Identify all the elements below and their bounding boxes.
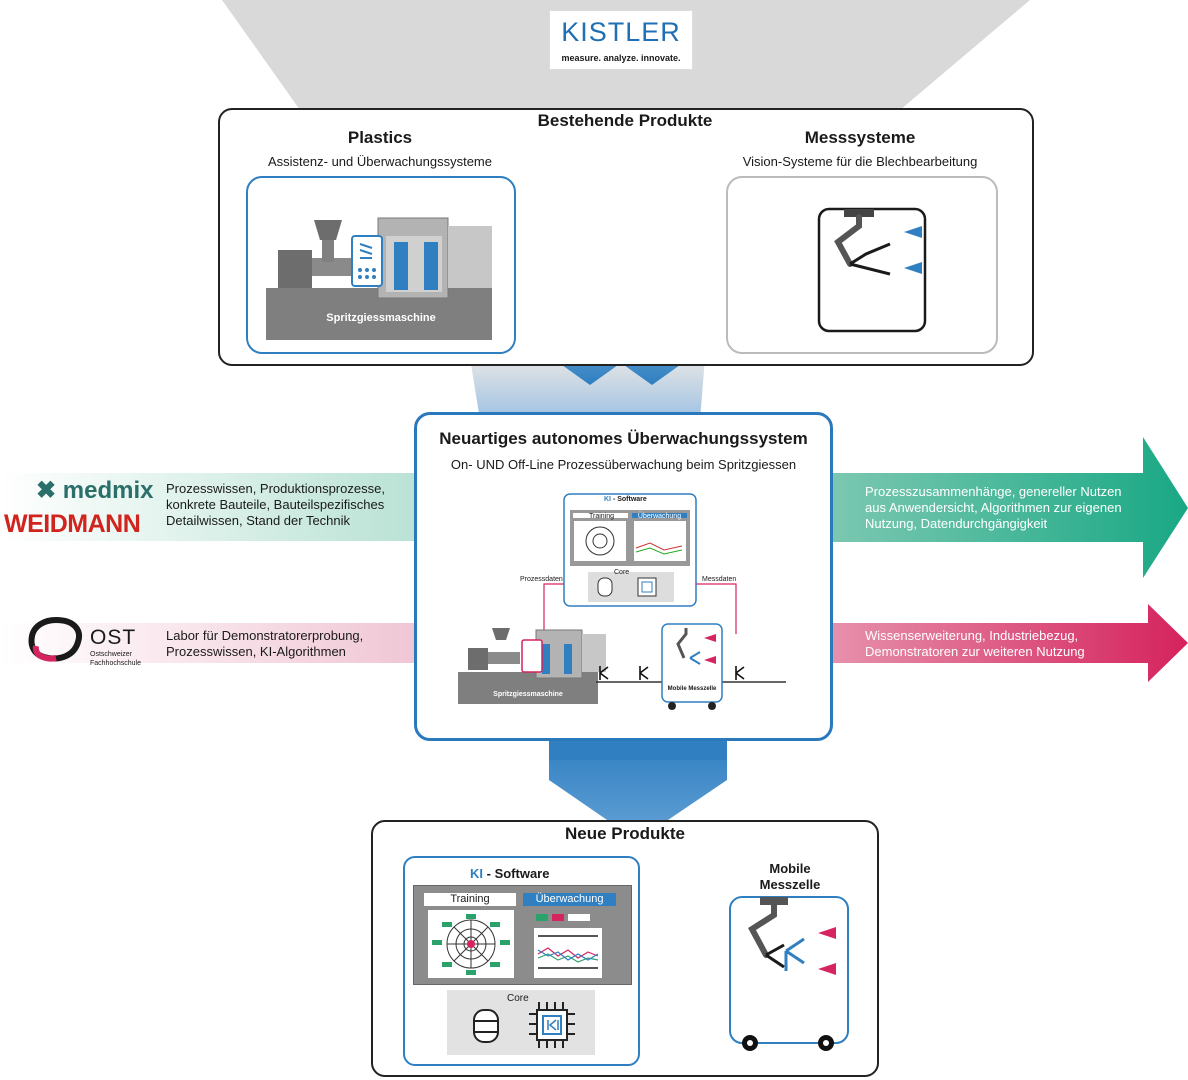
input-text-top: Prozesswissen, Produktionsprozesse, konk… (166, 481, 385, 528)
center-diagram (458, 493, 786, 710)
mobile-title-1: Mobile (769, 861, 811, 876)
new-software-title: KI - Software (470, 866, 549, 881)
training-graph (428, 910, 514, 978)
center-subtitle: On- UND Off-Line Prozessüberwachung beim… (450, 457, 797, 472)
center-software-title: KI - Software (604, 496, 647, 503)
core-label: Core (507, 993, 529, 1004)
ost-line2: Fachhochschule (90, 660, 141, 667)
ost-name: OST (90, 626, 137, 649)
messsysteme-title: Messsysteme (804, 128, 916, 147)
machine-label: Spritzgiessmaschine (326, 312, 436, 324)
monitoring-chart (534, 914, 602, 978)
mobile-title-2: Messzelle (759, 877, 821, 892)
ki-chip-icon (529, 1002, 575, 1048)
ost-line1: Ostschweizer (90, 651, 133, 658)
medmix-name: medmix (62, 477, 154, 504)
input-band-top (0, 473, 418, 541)
medmix-icon: ✖ (36, 477, 57, 504)
kistler-logo: KISTLER measure. analyze. innovate. (549, 10, 693, 70)
plastics-panel: Spritzgiessmaschine (246, 176, 516, 354)
output-arrow-teal (830, 437, 1188, 578)
center-mobile-label: Mobile Messzelle (667, 686, 717, 692)
mobile-cell-illustration (729, 896, 849, 1051)
kistler-tagline: measure. analyze. innovate. (561, 53, 681, 63)
new-software-title-text: - Software (486, 866, 550, 881)
kistler-name: KISTLER (561, 17, 681, 47)
output-arrow-magenta (830, 604, 1188, 682)
ki-glyph: KI (604, 496, 611, 503)
output-text-teal: Prozesszusammenhänge, genereller Nutzen … (865, 484, 1122, 531)
ki-icon: KI (470, 866, 483, 881)
input-text-bottom: Labor für Demonstratorerprobung, Prozess… (166, 628, 364, 659)
database-icon (473, 1009, 499, 1043)
existing-products-heading: Bestehende Produkte (537, 111, 713, 130)
weidmann-logo: WEIDMANN (4, 510, 141, 538)
output-text-magenta: Wissenserweiterung, Industriebezug, Demo… (865, 628, 1085, 659)
monitoring-tab: Überwachung (523, 893, 616, 906)
training-tab: Training (424, 893, 516, 906)
messsysteme-panel (726, 176, 998, 354)
plastics-subtitle: Assistenz- und Überwachungssysteme (268, 154, 492, 169)
prozessdaten-label: Prozessdaten (520, 576, 563, 583)
software-title-text: - Software (612, 496, 647, 503)
messsysteme-subtitle: Vision-Systeme für die Blechbearbeitung (742, 154, 978, 169)
medmix-logo: ✖ medmix (36, 476, 160, 505)
core-area (447, 990, 595, 1055)
center-core-label: Core (614, 569, 630, 576)
injection-machine-illustration (266, 217, 492, 340)
center-title: Neuartiges autonomes Überwachungssystem (439, 429, 808, 448)
ost-logo-mark (28, 616, 82, 662)
center-machine-label: Spritzgiessmaschine (493, 691, 563, 698)
center-training-label: Training (588, 513, 615, 520)
messdaten-label: Messdaten (702, 576, 737, 583)
new-products-heading: Neue Produkte (565, 824, 685, 843)
plastics-title: Plastics (347, 128, 413, 147)
center-monitoring-label: Überwachung (637, 513, 682, 520)
vision-cell-illustration (817, 207, 927, 333)
